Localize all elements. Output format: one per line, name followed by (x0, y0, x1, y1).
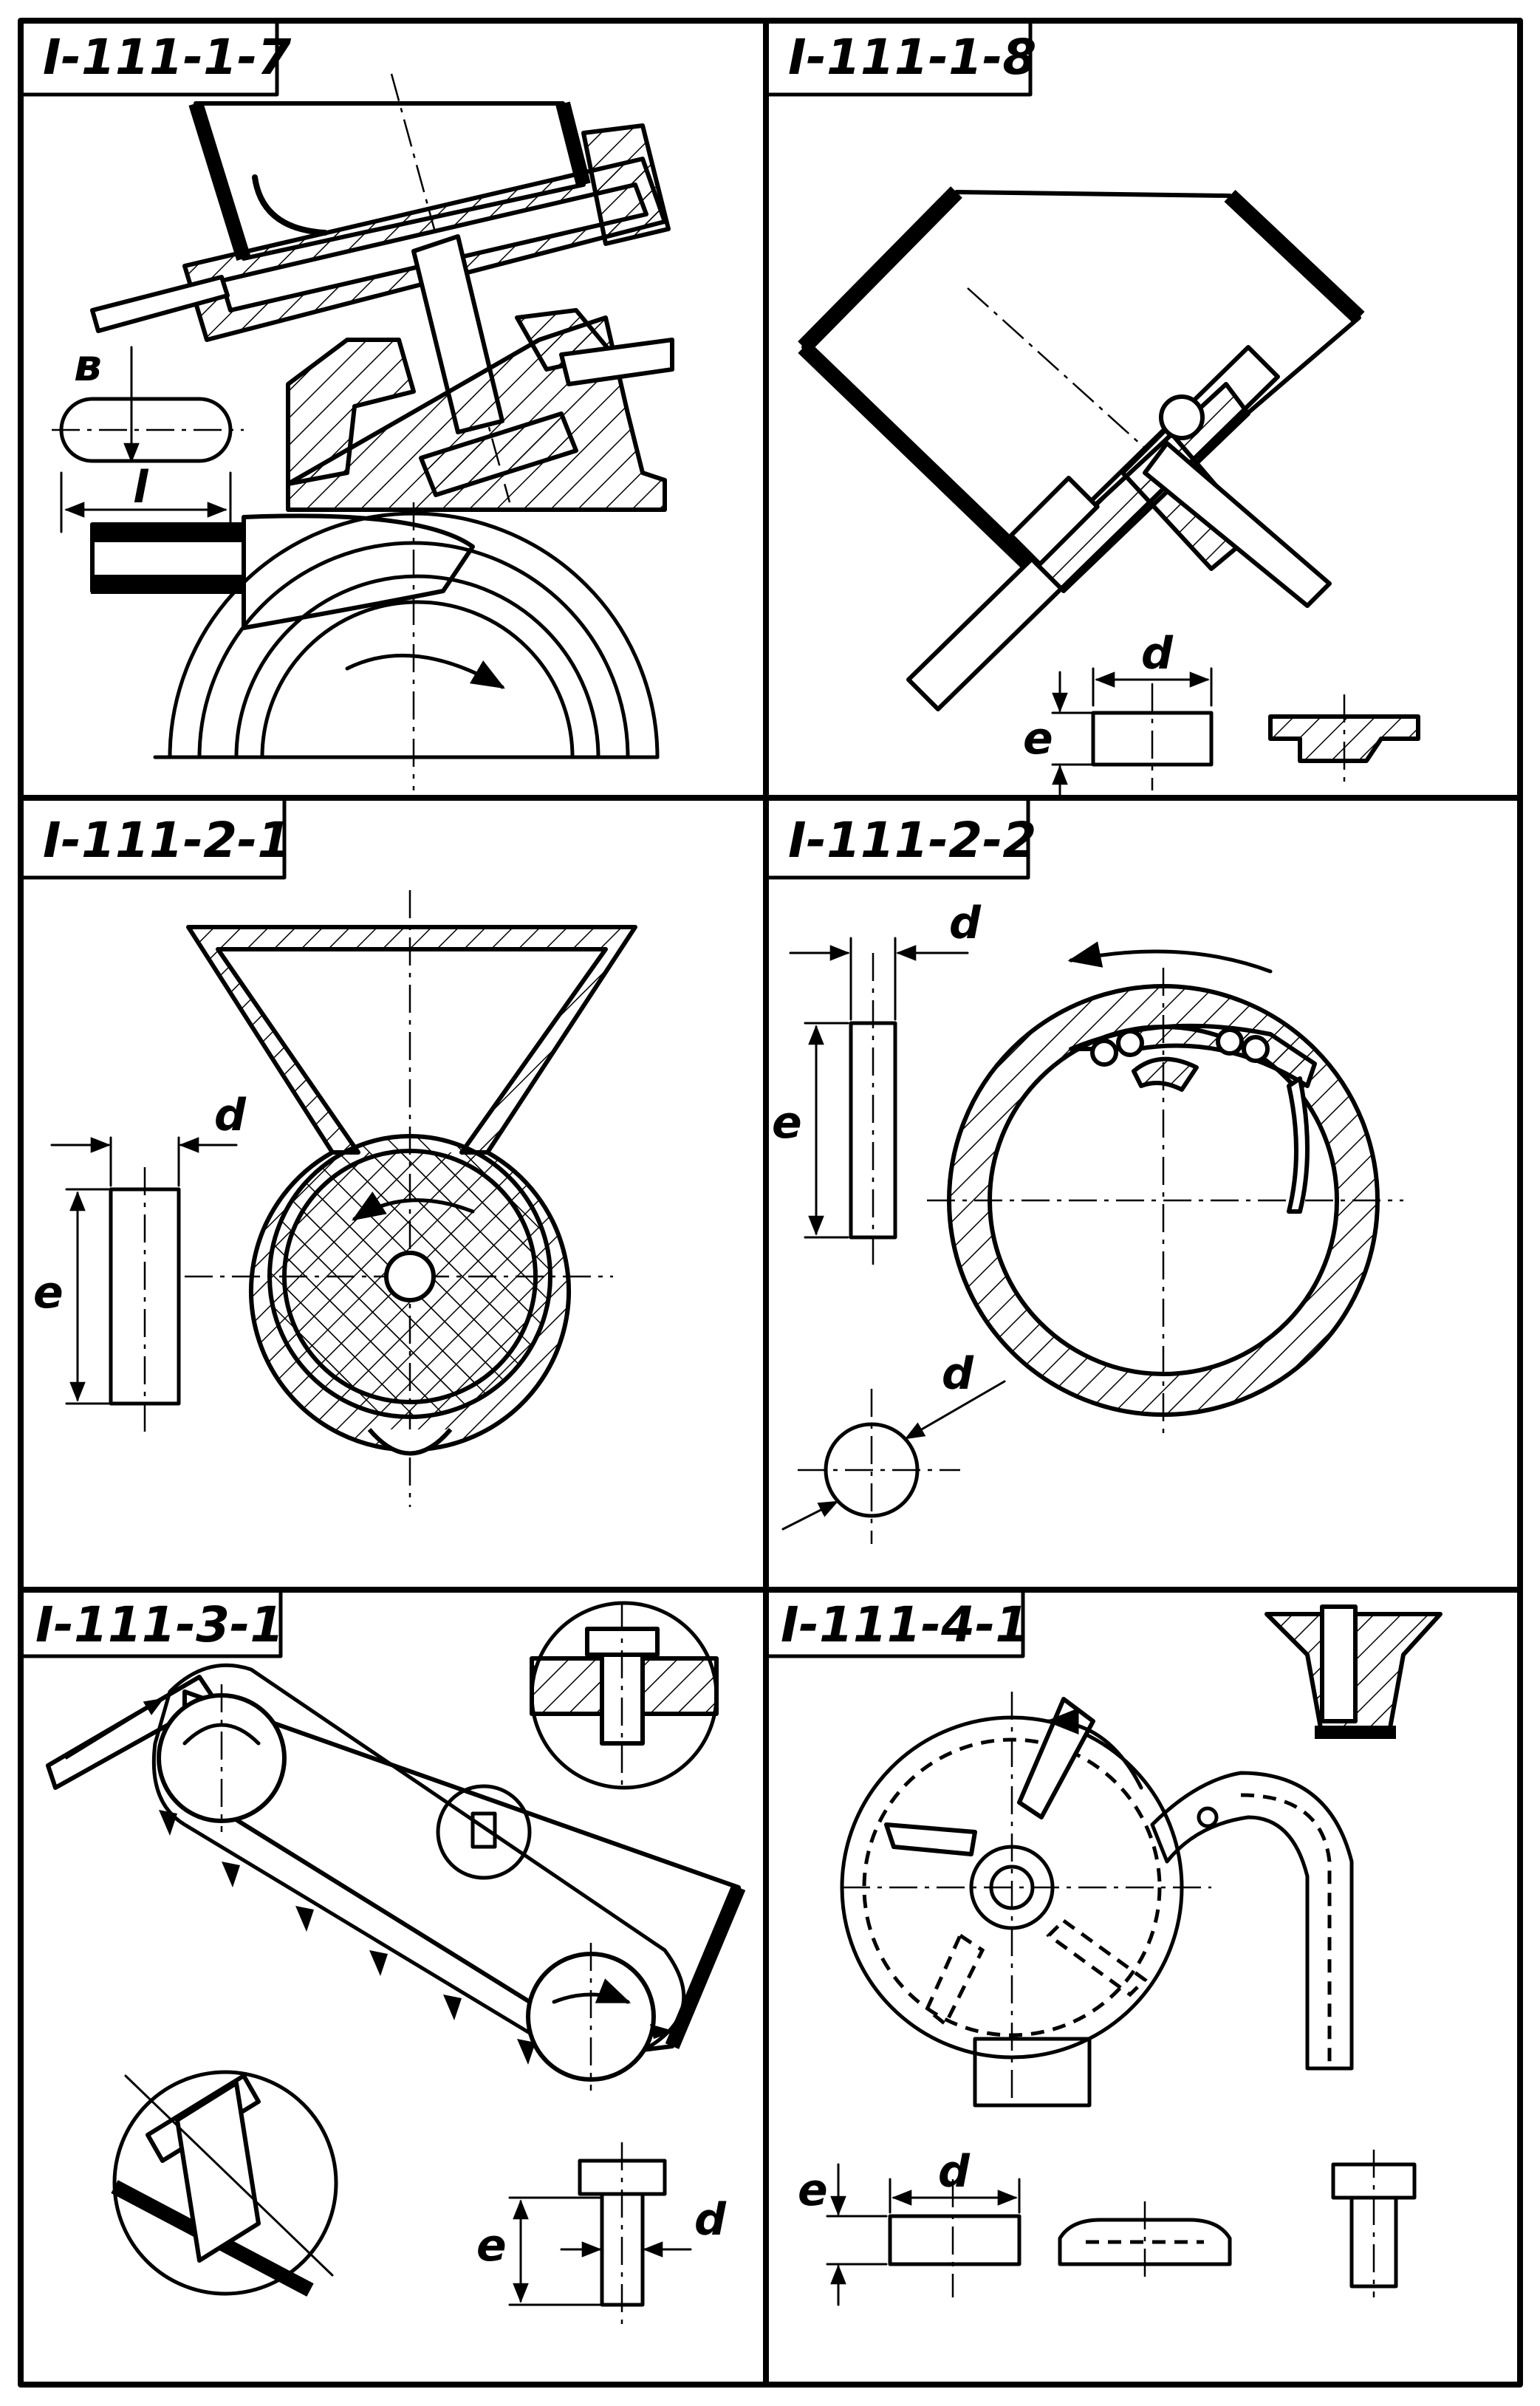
dim-label: e (476, 2220, 507, 2272)
dim-label: d (1141, 628, 1174, 680)
panel-1-drawing: в l (52, 73, 674, 790)
panel-code: I-111-3-1 (35, 1596, 284, 1653)
dim-label: в (74, 340, 102, 392)
sheet-frame (18, 18, 1523, 2388)
panel-code: I-111-4-1 (781, 1596, 1029, 1653)
dim-label: e (1023, 713, 1053, 765)
dim-label: d (938, 2146, 971, 2198)
panel-code: I-111-2-2 (788, 812, 1036, 869)
label-box-6: I-111-4-1 (764, 1588, 1029, 1658)
dim-label: e (798, 2164, 828, 2216)
panel-code: I-111-1-8 (788, 29, 1036, 86)
label-box-4: I-111-2-2 (764, 796, 1036, 880)
panel-code: I-111-2-1 (43, 812, 291, 869)
panel-code: I-111-1-7 (43, 29, 291, 86)
label-box-1: I-111-1-7 (18, 18, 291, 97)
panel-2-drawing: d e (798, 186, 1420, 799)
label-box-2: I-111-1-8 (764, 18, 1036, 97)
label-box-3: I-111-2-1 (18, 796, 291, 880)
dim-label: l (133, 462, 149, 513)
dim-label: d (214, 1090, 247, 1141)
panel-6-drawing: d e (798, 1604, 1443, 2306)
panel-4-drawing: d e d (772, 898, 1403, 1544)
dim-label: e (33, 1267, 64, 1319)
dim-label: d (949, 898, 982, 949)
dim-label: d (694, 2194, 727, 2246)
label-box-5: I-111-3-1 (18, 1588, 284, 1658)
dim-label: e (772, 1097, 802, 1149)
dim-label: d (942, 1348, 974, 1400)
panel-5-drawing: e d (46, 1601, 746, 2327)
panel-3-drawing: d e (33, 890, 637, 1507)
